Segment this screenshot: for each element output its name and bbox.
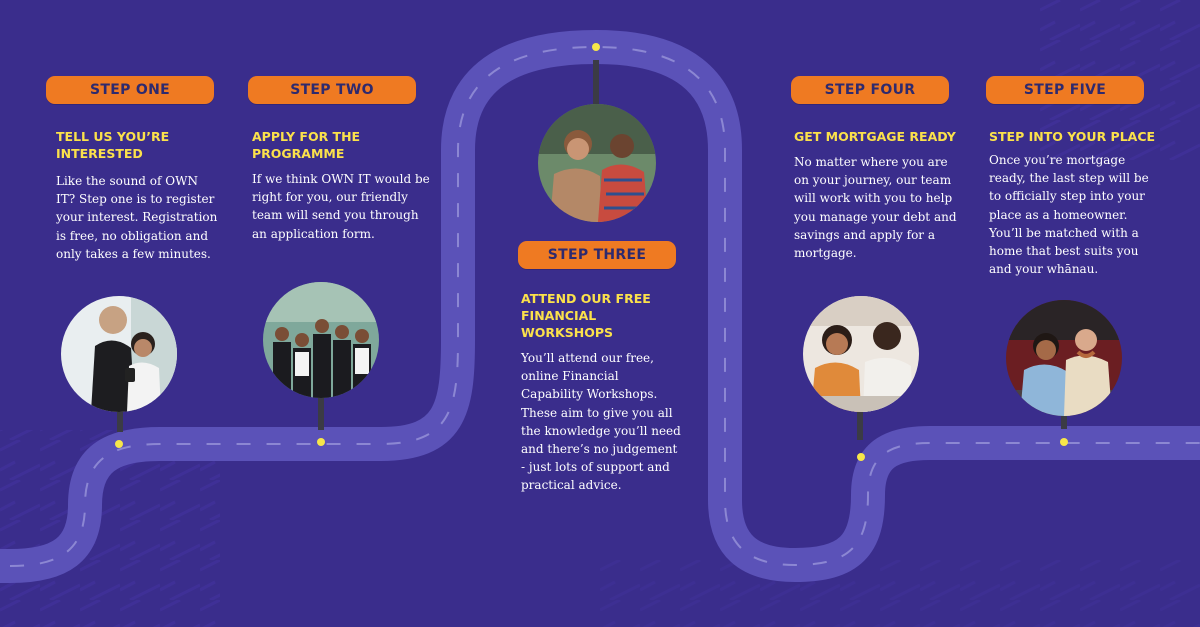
body-line: IT? Step one is to register — [56, 192, 215, 207]
road-marker — [317, 438, 325, 446]
body-line: online Financial — [521, 369, 619, 384]
body-line: You’ll be matched with a — [989, 225, 1139, 240]
body-line: and your whānau. — [989, 262, 1099, 277]
title-line: WORKSHOPS — [521, 325, 613, 340]
body-line: practical advice. — [521, 478, 622, 493]
body-line: You’ll attend our free, — [521, 351, 654, 365]
body-line: ready, the last step will be — [989, 171, 1149, 186]
step-three-title: ATTEND OUR FREE FINANCIAL WORKSHOPS — [521, 290, 691, 341]
workshop-photo — [538, 104, 656, 222]
step-five-pill: STEP FIVE — [986, 76, 1144, 104]
title-line: FINANCIAL — [521, 308, 597, 323]
pin-stem — [593, 60, 599, 110]
pin-stem — [857, 400, 863, 440]
road-center-dashes — [0, 45, 1200, 567]
step-four-description: No matter where you are on your journey,… — [794, 153, 974, 262]
body-line: - just lots of support and — [521, 460, 670, 475]
body-line: place as a homeowner. — [989, 207, 1128, 222]
body-line: mortgage. — [794, 246, 857, 261]
title-line: STEP INTO YOUR PLACE — [989, 129, 1156, 144]
step-two-pill: STEP TWO — [248, 76, 416, 104]
step-five-description: Once you’re mortgage ready, the last ste… — [989, 151, 1179, 278]
body-line: If we think OWN IT would be — [252, 172, 430, 186]
title-line: APPLY FOR THE — [252, 129, 361, 144]
title-line: INTERESTED — [56, 146, 143, 161]
pin-stem — [318, 388, 324, 430]
body-line: home that best suits you — [989, 244, 1139, 259]
team-group-photo — [263, 282, 379, 398]
road-marker — [857, 453, 865, 461]
title-line: GET MORTGAGE READY — [794, 129, 956, 144]
body-line: right for you, our friendly — [252, 190, 408, 205]
homeowners-photo — [1006, 300, 1122, 416]
step-one-pill: STEP ONE — [46, 76, 214, 104]
body-line: on your journey, our team — [794, 173, 952, 188]
body-line: an application form. — [252, 226, 375, 241]
road-marker — [1060, 438, 1068, 446]
step-three-pill: STEP THREE — [518, 241, 676, 269]
body-line: Capability Workshops. — [521, 387, 658, 402]
body-line: No matter where you are — [794, 155, 948, 169]
body-line: is free, no obligation and — [56, 228, 208, 243]
title-line: TELL US YOU’RE — [56, 129, 170, 144]
step-one-title: TELL US YOU’RE INTERESTED — [56, 128, 226, 162]
couple-phone-photo — [61, 296, 177, 412]
title-line: PROGRAMME — [252, 146, 345, 161]
body-line: Once you’re mortgage — [989, 153, 1126, 167]
body-line: These aim to give you all — [521, 405, 673, 420]
step-three-description: You’ll attend our free, online Financial… — [521, 349, 701, 495]
step-two-description: If we think OWN IT would be right for yo… — [252, 170, 432, 243]
title-line: ATTEND OUR FREE — [521, 291, 651, 306]
step-five-title: STEP INTO YOUR PLACE — [989, 128, 1179, 145]
body-line: will work with you to help — [794, 191, 953, 206]
body-line: and there’s no judgement — [521, 442, 678, 457]
body-line: savings and apply for a — [794, 227, 936, 242]
step-two-title: APPLY FOR THE PROGRAMME — [252, 128, 422, 162]
road-marker — [115, 440, 123, 448]
step-four-title: GET MORTGAGE READY — [794, 128, 974, 145]
body-line: only takes a few minutes. — [56, 246, 211, 261]
body-line: to officially step into your — [989, 189, 1145, 204]
advisor-photo — [803, 296, 919, 412]
weave-pattern — [600, 560, 1200, 627]
pin-stem — [1061, 405, 1067, 429]
road-marker — [592, 43, 600, 51]
pin-stem — [117, 400, 123, 432]
body-line: you manage your debt and — [794, 209, 957, 224]
step-one-description: Like the sound of OWN IT? Step one is to… — [56, 172, 231, 263]
body-line: Like the sound of OWN — [56, 174, 198, 188]
body-line: the knowledge you’ll need — [521, 423, 681, 438]
body-line: your interest. Registration — [56, 210, 218, 225]
body-line: team will send you through — [252, 208, 419, 223]
step-four-pill: STEP FOUR — [791, 76, 949, 104]
